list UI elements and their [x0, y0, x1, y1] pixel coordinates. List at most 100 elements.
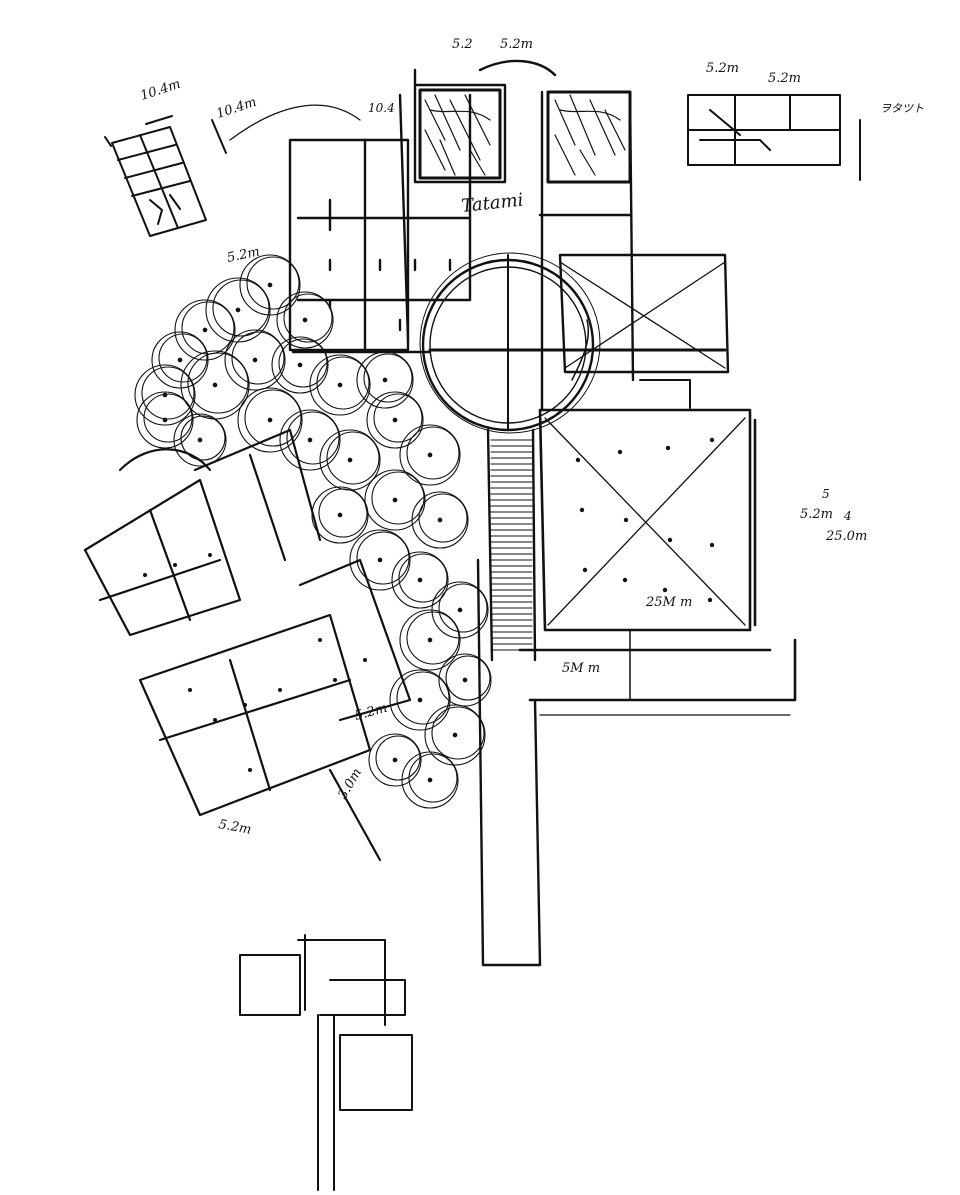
tree-trunk-dot — [235, 307, 241, 313]
tree-canopy — [231, 331, 285, 385]
column-mark — [318, 638, 322, 642]
central-walkway — [476, 428, 542, 967]
tree-canopy — [244, 389, 302, 447]
tree-canopy — [174, 299, 236, 361]
tree-canopy — [309, 354, 371, 416]
dim-label: 5.2m — [706, 61, 739, 76]
tree-trunk-dot — [417, 697, 423, 703]
tree-trunk-dot — [427, 452, 433, 458]
tree-canopy — [181, 301, 235, 355]
tree-trunk-dot — [307, 437, 313, 443]
dim-label: 5.2m — [768, 71, 801, 86]
tree-canopy — [316, 356, 370, 410]
column-mark — [143, 573, 147, 577]
tree-canopy — [356, 351, 414, 409]
tree-canopy — [318, 488, 368, 538]
column-dot — [707, 597, 713, 603]
dim-label: 3.0m — [335, 766, 364, 802]
column-dot — [622, 577, 628, 583]
tree-canopy — [246, 256, 300, 310]
sketch-annotations: 10.4m 10.4m 5.2 5.2m 10.4 5.2m 5.2m ヲタツト… — [139, 37, 924, 838]
column-dot — [579, 507, 585, 513]
dim-label: 5.2 — [452, 37, 473, 52]
tree-canopy — [445, 655, 491, 701]
tree-canopy — [371, 471, 425, 525]
column-mark — [333, 678, 337, 682]
column-mark — [173, 563, 177, 567]
tree-canopy — [424, 704, 486, 766]
column-dot — [667, 537, 673, 543]
column-mark — [213, 718, 217, 722]
tree-trunk-dot — [437, 517, 443, 523]
dim-label: 10.4m — [215, 95, 259, 122]
tree-trunk-dot — [457, 607, 463, 613]
column-dot — [575, 457, 581, 463]
tree-canopy — [136, 391, 194, 449]
tree-trunk-dot — [267, 417, 273, 423]
tree-canopy — [438, 583, 488, 633]
tree-trunk-dot — [377, 557, 383, 563]
column-dot — [623, 517, 629, 523]
tree-trunk-dot — [177, 357, 183, 363]
tree-canopy — [408, 753, 458, 803]
dim-label: 10.4 — [368, 101, 395, 115]
column-mark — [188, 688, 192, 692]
tree-canopy — [134, 364, 196, 426]
tree-canopy — [311, 486, 369, 544]
tree-canopy — [398, 553, 448, 603]
column-mark — [243, 703, 247, 707]
north-pavilions — [288, 59, 635, 412]
tree-trunk-dot — [337, 382, 343, 388]
bottom-left-mini-plan — [239, 934, 413, 1191]
dim-label: 10.4m — [139, 77, 183, 104]
tree-trunk-dot — [392, 497, 398, 503]
column-dot — [665, 445, 671, 451]
tree-trunk-dot — [212, 382, 218, 388]
tree-canopy — [399, 609, 461, 671]
tree-canopy — [438, 653, 492, 707]
dim-label: 25.0m — [825, 529, 867, 544]
column-mark — [248, 768, 252, 772]
tree-grove — [134, 254, 492, 809]
tree-canopy — [411, 491, 469, 549]
dim-label: 25M m — [645, 595, 692, 610]
tree-canopy — [173, 413, 227, 467]
tree-trunk-dot — [202, 327, 208, 333]
tree-canopy — [141, 366, 195, 420]
tree-canopy — [375, 735, 421, 781]
tree-canopy — [279, 409, 341, 471]
tree-trunk-dot — [462, 677, 468, 683]
tree-canopy — [364, 469, 426, 531]
leader-curve — [229, 104, 361, 141]
court-column-dots — [575, 437, 715, 603]
tree-canopy — [349, 529, 411, 591]
tree-canopy — [366, 391, 424, 449]
tree-canopy — [406, 611, 460, 665]
tree-canopy — [180, 415, 226, 461]
tree-trunk-dot — [337, 512, 343, 518]
column-mark — [208, 553, 212, 557]
tree-canopy — [326, 431, 380, 485]
column-mark — [278, 688, 282, 692]
tree-trunk-dot — [392, 417, 398, 423]
tree-canopy — [368, 733, 422, 787]
tree-trunk-dot — [347, 457, 353, 463]
column-dot — [709, 437, 715, 443]
tree-canopy — [431, 581, 489, 639]
tree-canopy — [373, 393, 423, 443]
dim-label: 5.2m — [217, 817, 252, 838]
tree-canopy — [363, 353, 413, 403]
top-right-mini-plan — [687, 94, 861, 181]
dim-label: 4 — [843, 509, 852, 523]
tree-trunk-dot — [267, 282, 273, 288]
tree-trunk-dot — [252, 357, 258, 363]
tree-canopy — [396, 671, 450, 725]
tree-trunk-dot — [302, 317, 308, 323]
tree-trunk-dot — [382, 377, 388, 383]
tree-trunk-dot — [197, 437, 203, 443]
tree-trunk-dot — [392, 757, 398, 763]
tree-canopy — [276, 291, 334, 349]
central-rotunda — [419, 252, 601, 434]
